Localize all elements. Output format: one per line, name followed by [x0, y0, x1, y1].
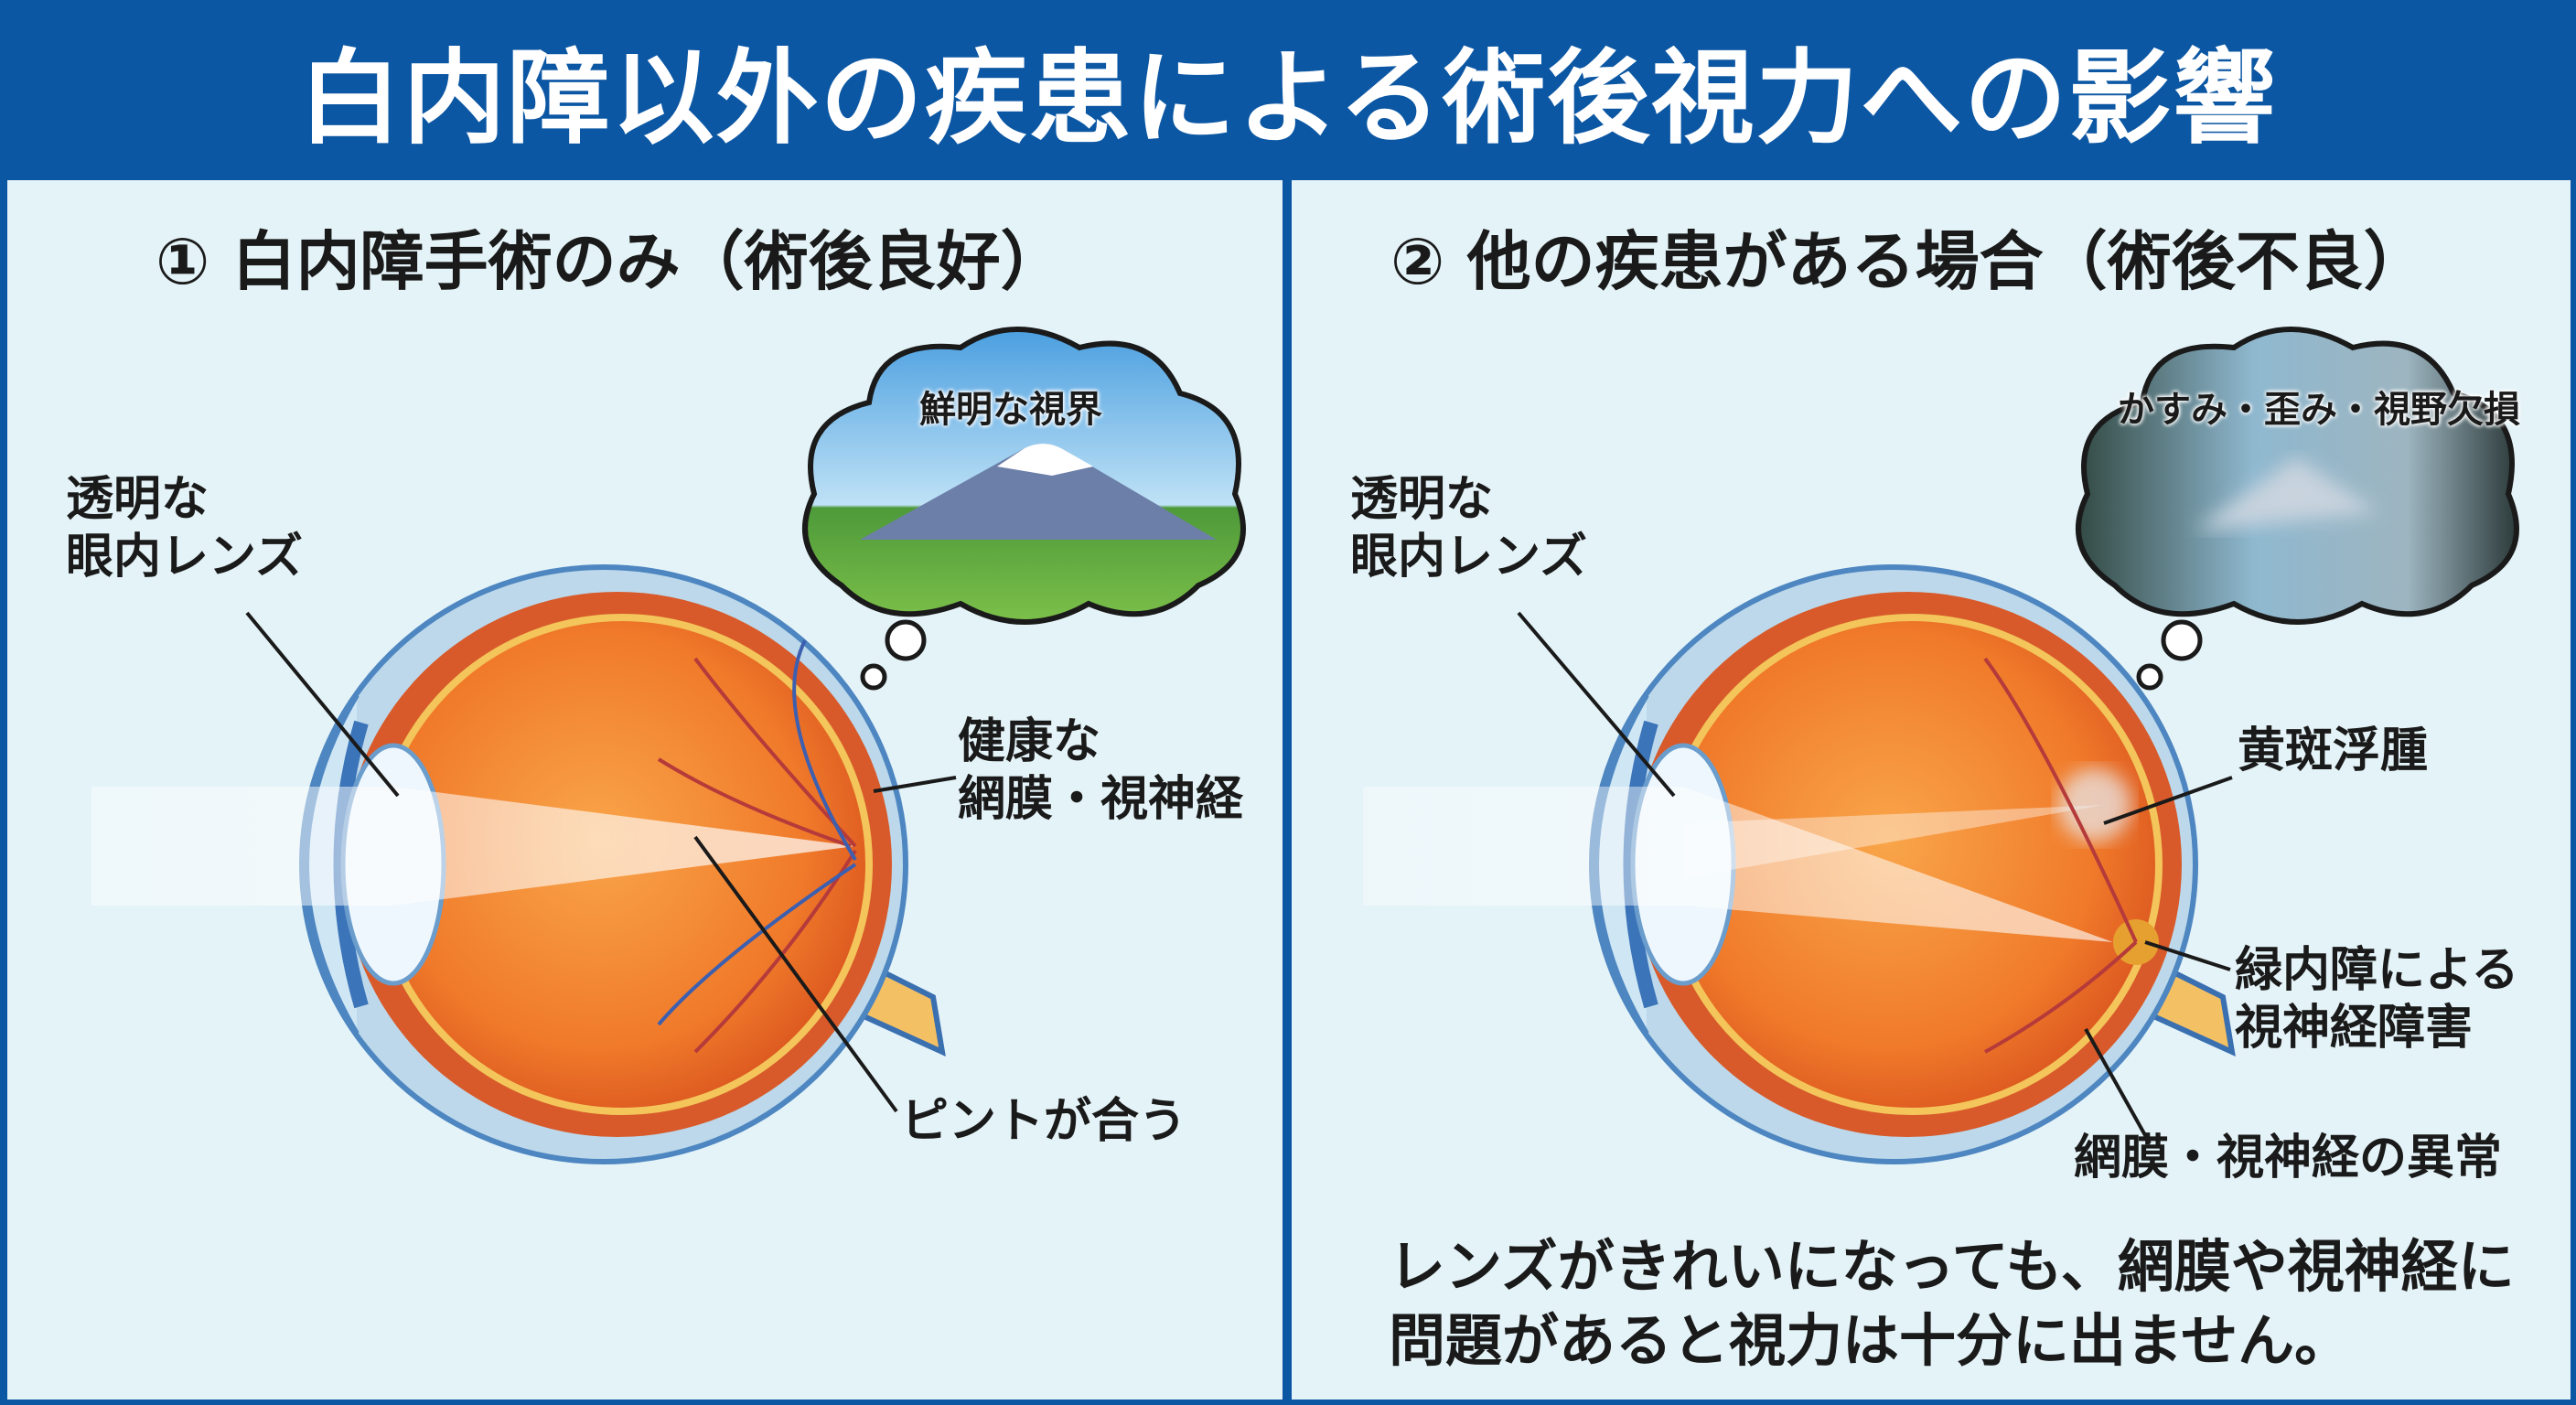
panel-heading-good: ① 白内障手術のみ（術後良好） [156, 224, 1065, 299]
cloud-caption-clear: 鮮明な視界 [919, 389, 1102, 431]
healthy-eye-diagram [91, 564, 946, 1164]
label-macular-edema: 黄斑浮腫 [2238, 724, 2429, 778]
explanation-note: レンズがきれいになっても、網膜や視神経に問題があると視力は十分に出ません。 [1389, 1233, 2515, 1374]
thought-cloud-clear [802, 327, 1246, 691]
diseased-eye-diagram [1363, 564, 2236, 1164]
page-title: 白内障以外の疾患による術後視力への影響 [298, 38, 2278, 158]
label-retina-abnormal: 網膜・視神経の異常 [2074, 1131, 2503, 1185]
panel-heading-poor: ② 他の疾患がある場合（術後不良） [1390, 224, 2428, 299]
macular-edema [2058, 768, 2131, 842]
label-focus: ピントが合う [901, 1094, 1187, 1149]
label-lens-left: 透明な眼内レンズ [66, 472, 303, 585]
label-healthy-retina: 健康な網膜・視神経 [958, 714, 1244, 828]
leader-lines [245, 611, 2233, 1144]
label-lens-right: 透明な眼内レンズ [1350, 472, 1587, 585]
label-glaucoma: 緑内障による視神経障害 [2235, 943, 2519, 1056]
header-bar: 白内障以外の疾患による術後視力への影響 [0, 0, 2576, 178]
light-beam [91, 787, 855, 906]
thought-cloud-blurred [2076, 327, 2519, 691]
cloud-caption-blurred: かすみ・歪み・視野欠損 [2118, 389, 2520, 431]
